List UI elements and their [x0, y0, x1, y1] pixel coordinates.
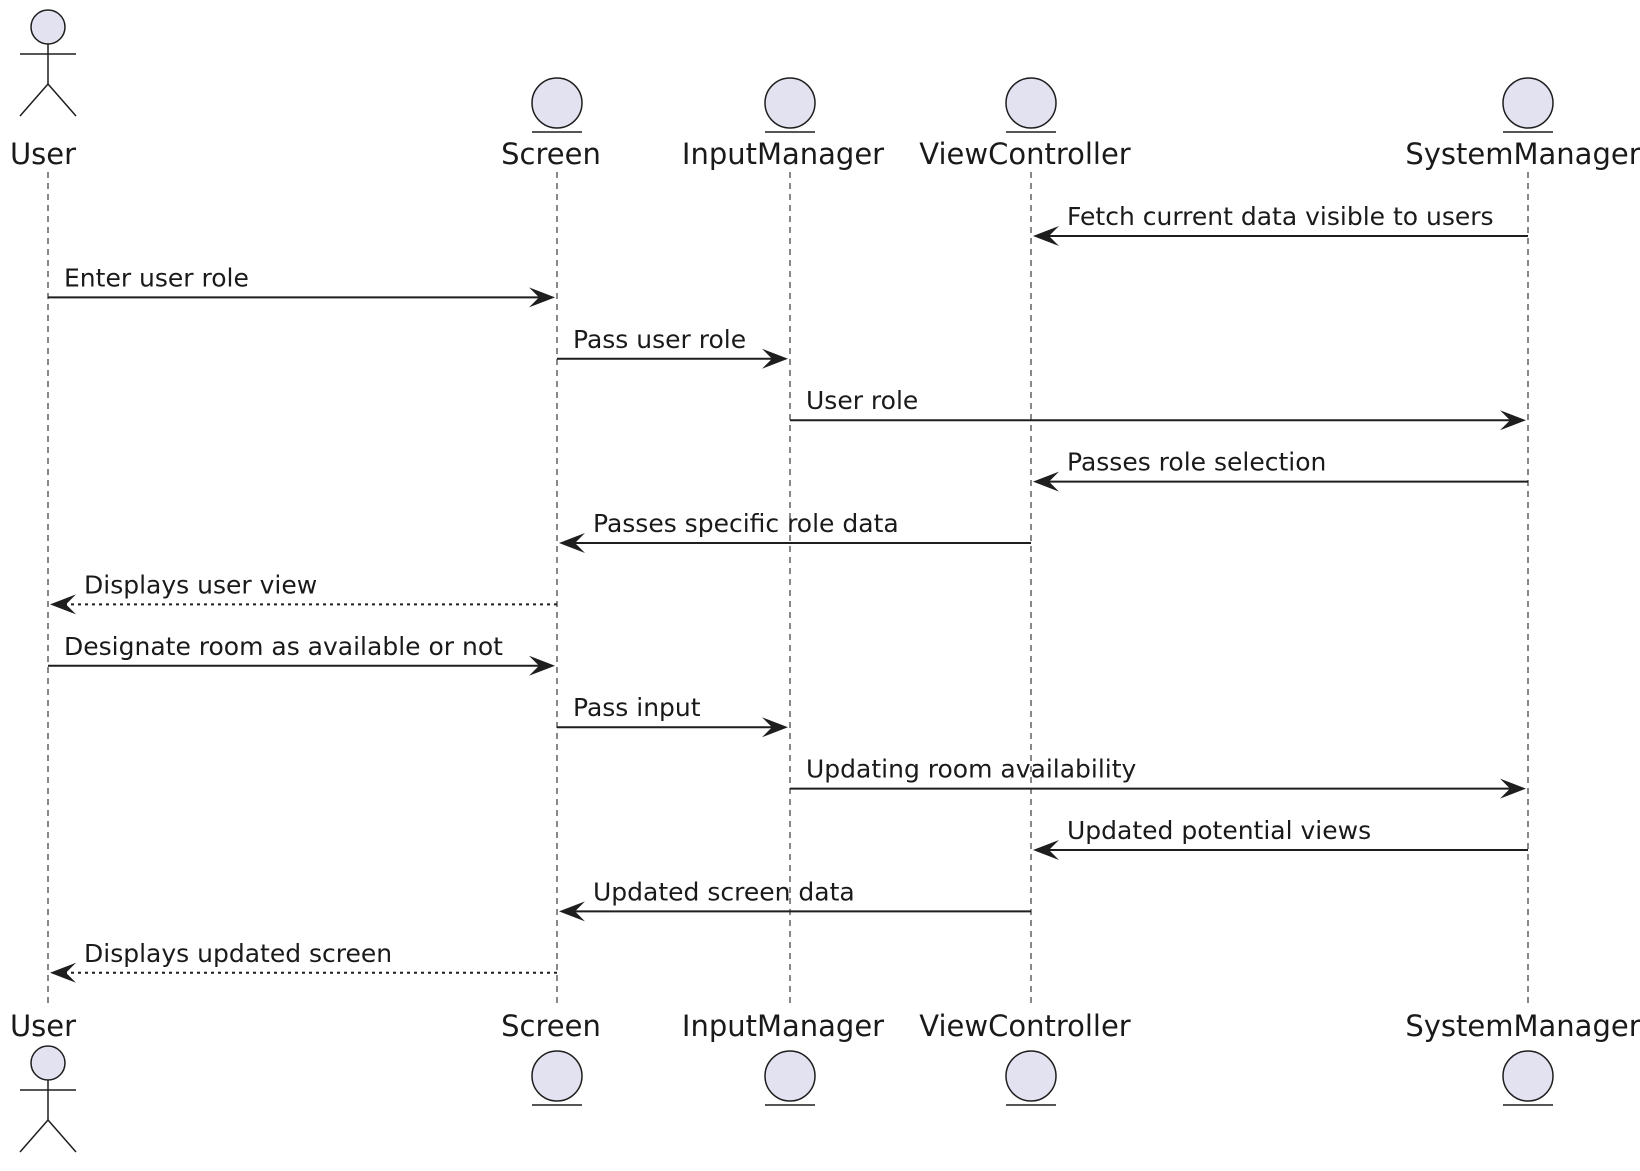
arrow-head-icon [762, 717, 788, 738]
arrow-head-icon [1033, 226, 1059, 246]
message-label: Pass input [573, 693, 701, 722]
message-10: Updating room availability [790, 755, 1526, 799]
entity-icon [1502, 1050, 1554, 1106]
entity-icon [531, 1050, 583, 1106]
participant-user-bottom: User [10, 1009, 77, 1153]
message-5: Passes role selection [1033, 448, 1528, 492]
message-label: Passes specific role data [593, 509, 899, 538]
participant-label: User [10, 1009, 76, 1043]
arrow-head-icon [529, 287, 555, 308]
message-label: Updated screen data [593, 877, 855, 906]
lifelines [47, 172, 1529, 1004]
entity-icon [531, 77, 583, 133]
participant-input-manager-bottom: InputManager [682, 1009, 884, 1106]
message-2: Enter user role [48, 263, 555, 308]
message-label: Displays user view [84, 570, 317, 599]
arrow-head-icon [559, 533, 585, 553]
arrow-head-icon [762, 348, 788, 369]
message-11: Updated potential views [1033, 816, 1528, 860]
message-1: Fetch current data visible to users [1033, 202, 1528, 246]
message-label: Enter user role [64, 263, 249, 292]
arrow-head-icon [1500, 778, 1526, 799]
participant-label: ViewController [919, 137, 1131, 171]
entity-icon [1005, 77, 1057, 133]
message-label: Updated potential views [1067, 816, 1371, 845]
participant-label: SystemManager [1405, 137, 1640, 171]
entity-icon [764, 1050, 816, 1106]
arrow-head-icon [559, 901, 585, 922]
message-7: Displays user view [50, 570, 557, 615]
message-label: Pass user role [573, 325, 746, 354]
participant-label: Screen [501, 137, 601, 171]
message-13: Displays updated screen [50, 939, 557, 983]
message-8: Designate room as available or not [48, 632, 555, 676]
participant-screen-top: Screen [501, 77, 601, 171]
message-12: Updated screen data [559, 877, 1031, 922]
participant-view-controller-bottom: ViewController [919, 1009, 1131, 1106]
message-4: User role [790, 386, 1526, 431]
arrow-head-icon [1500, 410, 1526, 431]
participant-label: InputManager [682, 1009, 884, 1043]
participant-view-controller-top: ViewController [919, 77, 1131, 171]
arrow-head-icon [1033, 471, 1059, 492]
message-label: User role [806, 386, 918, 415]
participant-label: User [10, 137, 76, 171]
participant-input-manager-top: InputManager [682, 77, 884, 171]
participant-label: ViewController [919, 1009, 1131, 1043]
participant-label: Screen [501, 1009, 601, 1043]
messages: Fetch current data visible to usersEnter… [48, 202, 1528, 983]
participant-screen-bottom: Screen [501, 1009, 601, 1106]
entity-icon [1502, 77, 1554, 133]
message-label: Passes role selection [1067, 448, 1326, 477]
message-label: Fetch current data visible to users [1067, 202, 1494, 231]
participant-system-manager-top: SystemManager [1405, 77, 1640, 171]
message-3: Pass user role [557, 325, 788, 369]
arrow-head-icon [50, 962, 76, 983]
actor-icon [19, 9, 77, 117]
message-label: Displays updated screen [84, 939, 392, 968]
message-label: Designate room as available or not [64, 632, 503, 661]
actor-icon [19, 1045, 77, 1153]
participant-heads: UserUserScreenScreenInputManagerInputMan… [10, 9, 1640, 1153]
entity-icon [1005, 1050, 1057, 1106]
participant-user-top: User [10, 9, 77, 171]
entity-icon [764, 77, 816, 133]
arrow-head-icon [1033, 840, 1059, 860]
participant-label: SystemManager [1405, 1009, 1640, 1043]
participant-system-manager-bottom: SystemManager [1405, 1009, 1640, 1106]
participant-label: InputManager [682, 137, 884, 171]
message-9: Pass input [557, 693, 788, 738]
arrow-head-icon [50, 594, 76, 615]
arrow-head-icon [529, 655, 555, 676]
message-label: Updating room availability [806, 755, 1137, 784]
message-6: Passes specific role data [559, 509, 1031, 553]
